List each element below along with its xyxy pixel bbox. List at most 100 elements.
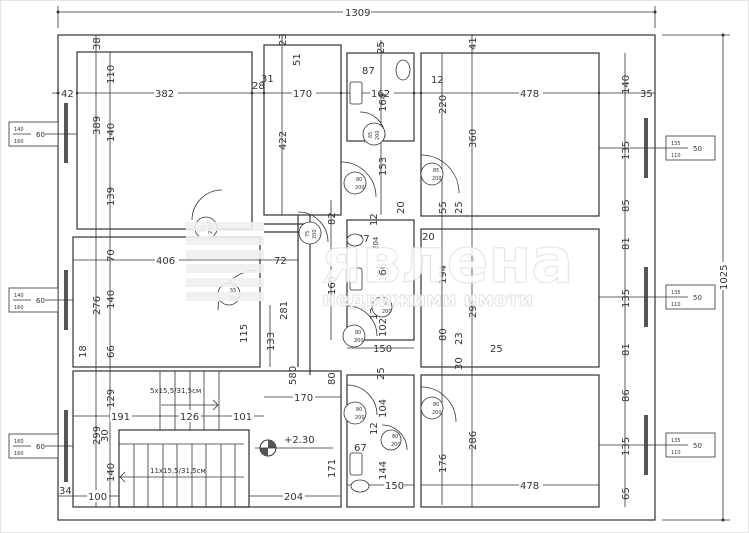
svg-text:160: 160 — [14, 139, 24, 145]
sink-icon — [349, 452, 363, 476]
svg-text:110: 110 — [671, 450, 681, 456]
svg-text:200: 200 — [432, 410, 442, 416]
svg-text:286: 286 — [468, 431, 479, 450]
window-left-1: 140 160 60 — [8, 103, 77, 163]
svg-text:164: 164 — [378, 93, 389, 112]
window-right-1: 135 110 50 — [599, 118, 716, 178]
svg-text:12: 12 — [369, 213, 380, 226]
svg-text:80: 80 — [392, 434, 398, 440]
svg-text:25: 25 — [376, 41, 387, 54]
svg-text:160: 160 — [14, 439, 24, 445]
svg-text:406: 406 — [156, 256, 175, 267]
svg-text:200: 200 — [312, 229, 318, 239]
sink-icon — [349, 81, 363, 105]
right-room-dimensions: 41 220 360 55 25 194 297 80 23 30 25 176… — [421, 35, 632, 507]
svg-text:194: 194 — [438, 265, 449, 284]
svg-text:166: 166 — [378, 263, 389, 282]
svg-text:191: 191 — [111, 412, 130, 423]
window-left-3: 160 160 60 — [8, 410, 73, 482]
svg-text:12: 12 — [431, 75, 444, 86]
svg-text:23: 23 — [278, 33, 289, 46]
overall-height-dimension: 1025 — [662, 33, 730, 522]
door-7: 80 200 — [342, 305, 378, 348]
svg-text:129: 129 — [106, 389, 117, 408]
sink-icon — [349, 267, 363, 291]
elevation-label: +2.30 — [284, 435, 315, 446]
svg-text:139: 139 — [106, 187, 117, 206]
svg-text:200: 200 — [432, 176, 442, 182]
svg-text:25: 25 — [490, 344, 503, 355]
svg-text:140: 140 — [106, 290, 117, 309]
svg-text:140: 140 — [621, 75, 632, 94]
svg-text:276: 276 — [92, 296, 103, 315]
svg-text:80: 80 — [355, 330, 361, 336]
svg-text:80: 80 — [327, 372, 338, 385]
svg-text:80: 80 — [356, 407, 362, 413]
svg-text:140: 140 — [106, 123, 117, 142]
svg-text:85: 85 — [621, 199, 632, 212]
svg-text:140: 140 — [106, 463, 117, 482]
svg-text:60: 60 — [383, 301, 389, 307]
svg-text:67: 67 — [354, 443, 367, 454]
svg-text:30: 30 — [100, 429, 111, 442]
stairs-lower-label: 11x15,5/31,5cм — [150, 467, 206, 475]
svg-text:170: 170 — [293, 89, 312, 100]
svg-text:478: 478 — [520, 89, 539, 100]
svg-text:135: 135 — [671, 438, 681, 444]
svg-text:72: 72 — [274, 256, 287, 267]
stairs-upper-label: 5x15,5/31,5cм — [150, 387, 201, 395]
svg-text:70: 70 — [106, 249, 117, 262]
svg-text:30: 30 — [454, 357, 465, 370]
svg-text:150: 150 — [373, 344, 392, 355]
elevation-marker: +2.30 — [255, 435, 333, 457]
svg-text:140: 140 — [14, 293, 24, 299]
corridor-dimensions: 23 51 31 422 115 133 281 580 82 169 80 1… — [239, 33, 338, 478]
svg-text:51: 51 — [292, 53, 303, 66]
svg-text:133: 133 — [266, 332, 277, 351]
svg-text:144: 144 — [378, 461, 389, 480]
top-dimension-chain: 42 382 28 170 162 12 478 35 — [52, 75, 655, 100]
svg-text:55: 55 — [230, 288, 236, 294]
toilet-icon — [395, 59, 411, 81]
sanitary-fixtures — [346, 59, 411, 493]
svg-text:87: 87 — [362, 66, 375, 77]
svg-text:82: 82 — [327, 212, 338, 225]
svg-text:200: 200 — [391, 442, 401, 448]
svg-text:110: 110 — [106, 65, 117, 84]
svg-text:80: 80 — [433, 402, 439, 408]
svg-text:42: 42 — [61, 89, 74, 100]
svg-text:204: 204 — [284, 492, 303, 503]
door-3: 65 200 — [359, 111, 386, 146]
svg-text:176: 176 — [438, 454, 449, 473]
door-2: 75 200 — [297, 211, 329, 245]
svg-text:25: 25 — [454, 201, 465, 214]
door-11: 60 200 — [371, 296, 393, 318]
svg-text:170: 170 — [294, 393, 313, 404]
svg-text:297: 297 — [468, 299, 479, 318]
svg-text:81: 81 — [621, 343, 632, 356]
svg-text:80: 80 — [438, 328, 449, 341]
door-4: 80 200 — [340, 161, 377, 198]
watermark-logo: явлена недвижими имоти — [186, 222, 574, 312]
svg-text:65: 65 — [621, 487, 632, 500]
svg-text:31: 31 — [261, 74, 274, 85]
svg-text:104: 104 — [378, 399, 389, 418]
svg-text:18: 18 — [78, 345, 89, 358]
svg-text:25: 25 — [376, 367, 387, 380]
svg-text:140: 140 — [14, 127, 24, 133]
svg-text:150: 150 — [385, 481, 404, 492]
svg-text:100: 100 — [88, 492, 107, 503]
svg-text:85: 85 — [433, 168, 439, 174]
svg-text:50: 50 — [693, 294, 702, 302]
door-10: 80 200 — [380, 424, 408, 451]
svg-text:171: 171 — [327, 459, 338, 478]
svg-text:110: 110 — [671, 153, 681, 159]
svg-text:41: 41 — [468, 37, 479, 50]
svg-text:81: 81 — [621, 237, 632, 250]
svg-text:360: 360 — [468, 129, 479, 148]
svg-text:200: 200 — [354, 338, 364, 344]
window-right-2: 135 110 50 — [599, 267, 716, 327]
watermark-brand: явлена — [322, 224, 573, 297]
svg-text:422: 422 — [278, 131, 289, 150]
door-6: 55 200 — [217, 269, 259, 311]
